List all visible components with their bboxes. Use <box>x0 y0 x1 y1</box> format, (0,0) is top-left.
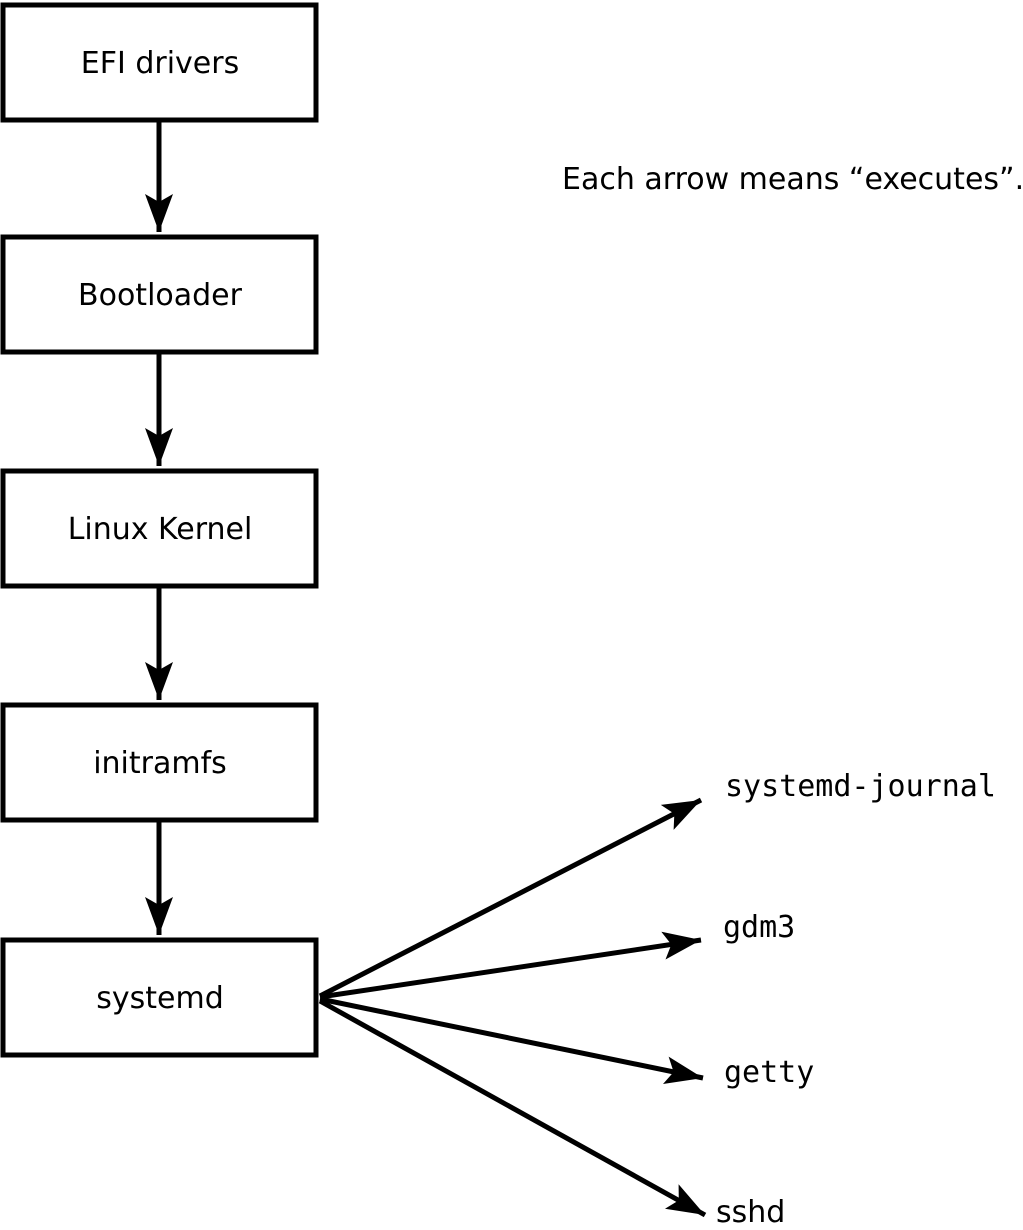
box-initramfs <box>0 702 319 823</box>
box-efi-drivers <box>0 2 319 123</box>
box-label-efi-drivers: EFI drivers <box>81 46 239 81</box>
arrow-systemd-to-systemd-journal <box>318 797 703 999</box>
label-getty: getty <box>724 1055 814 1090</box>
box-label-bootloader: Bootloader <box>78 278 243 313</box>
label-gdm3: gdm3 <box>723 910 795 945</box>
box-bootloader <box>0 234 319 355</box>
box-label-systemd: systemd <box>96 981 224 1016</box>
label-systemd-journal: systemd-journal <box>725 769 996 804</box>
box-systemd <box>0 937 319 1058</box>
label-sshd: sshd <box>716 1195 785 1230</box>
box-label-initramfs: initramfs <box>93 746 227 781</box>
arrow-systemd-to-sshd <box>318 998 707 1218</box>
arrow-systemd-to-getty <box>319 996 704 1085</box>
legend-note: Each arrow means “executes”. <box>562 162 1023 197</box>
arrow-systemd-to-gdm3 <box>319 931 702 1000</box>
box-label-linux-kernel: Linux Kernel <box>68 512 253 547</box>
